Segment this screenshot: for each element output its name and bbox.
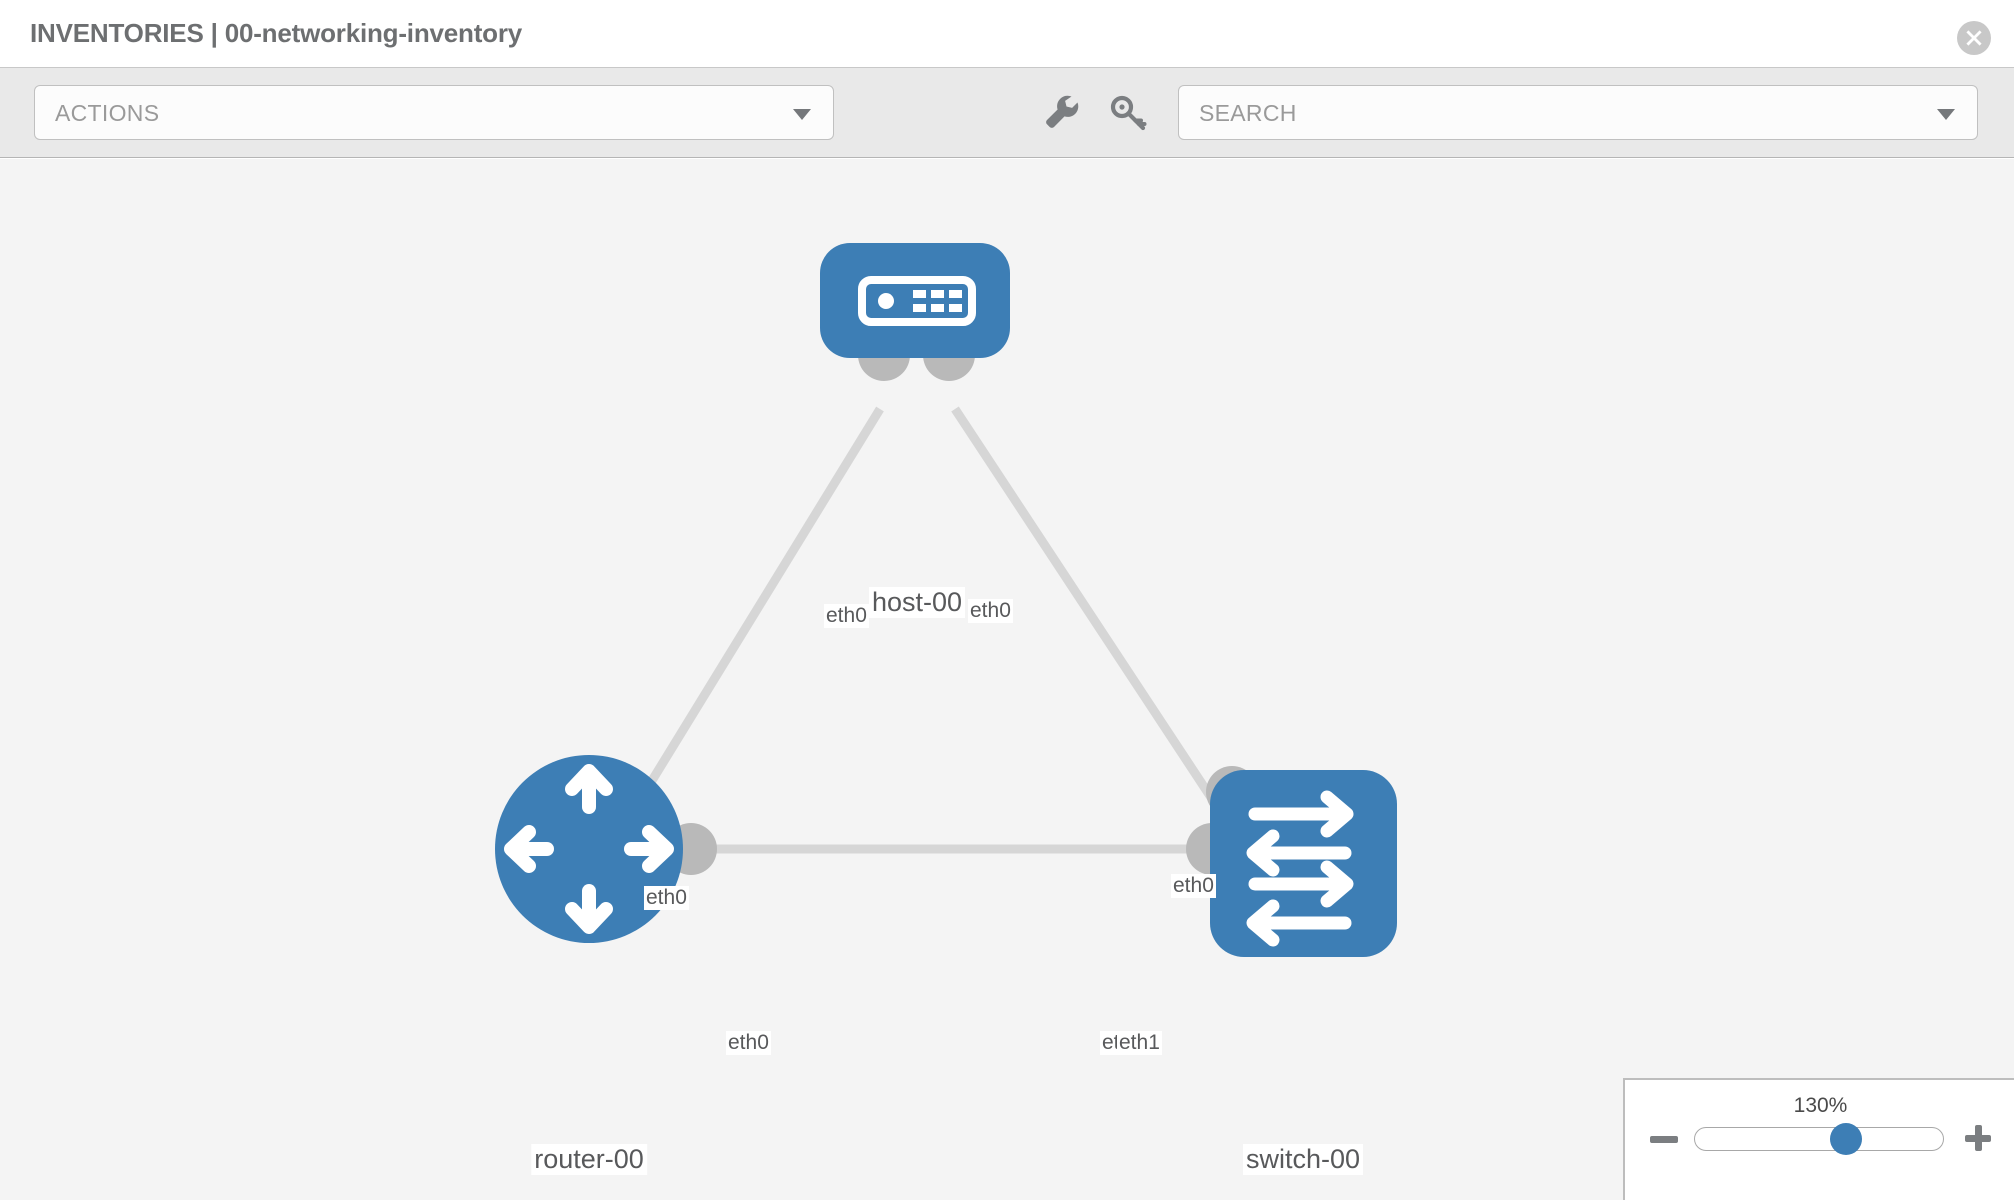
zoom-level-value: 130% bbox=[1793, 1094, 1848, 1117]
node-switch-00 bbox=[1210, 770, 1397, 957]
topology-canvas[interactable]: eth0 eth0 eth0 eth0 eth0 eth0 eth1 host-… bbox=[0, 159, 2014, 1200]
iface-label: eth1 bbox=[1117, 1031, 1162, 1055]
link-host00-switch00 bbox=[951, 406, 1249, 852]
node-label-host-00: host-00 bbox=[868, 587, 966, 618]
switch-arrows-icon bbox=[1246, 790, 1354, 947]
key-icon[interactable] bbox=[1107, 90, 1151, 134]
node-router-00 bbox=[495, 755, 683, 943]
link-host00-router00 bbox=[606, 406, 884, 852]
zoom-control-panel: 130% bbox=[1623, 1078, 2014, 1200]
iface-label: eth0 bbox=[824, 604, 869, 628]
window-header: INVENTORIES | 00-networking-inventory bbox=[0, 0, 2014, 68]
iface-label: eth0 bbox=[1171, 874, 1216, 898]
topology-graph bbox=[495, 243, 1397, 957]
page-title: INVENTORIES | 00-networking-inventory bbox=[30, 18, 523, 48]
chevron-down-icon[interactable] bbox=[1937, 109, 1955, 120]
toolbar: ACTIONS SEARCH bbox=[0, 68, 2014, 158]
router-arrows-icon bbox=[504, 764, 674, 934]
actions-dropdown[interactable]: ACTIONS bbox=[34, 85, 834, 140]
node-label-router-00: router-00 bbox=[531, 1144, 647, 1175]
search-input[interactable]: SEARCH bbox=[1178, 85, 1978, 140]
chevron-down-icon bbox=[793, 109, 811, 120]
close-icon[interactable] bbox=[1957, 21, 1991, 55]
iface-label: eth0 bbox=[968, 599, 1013, 623]
plus-icon[interactable] bbox=[1962, 1122, 1994, 1154]
node-label-switch-00: switch-00 bbox=[1242, 1144, 1364, 1175]
server-icon bbox=[858, 276, 976, 326]
zoom-slider-track[interactable] bbox=[1694, 1123, 1944, 1155]
node-host-00 bbox=[820, 243, 1010, 358]
topology-links bbox=[606, 406, 1249, 854]
search-placeholder: SEARCH bbox=[1199, 100, 1297, 126]
zoom-slider-thumb[interactable] bbox=[1830, 1123, 1863, 1155]
minus-icon[interactable] bbox=[1650, 1136, 1678, 1143]
iface-label: eth0 bbox=[644, 886, 689, 910]
wrench-icon[interactable] bbox=[1040, 90, 1084, 134]
actions-dropdown-label: ACTIONS bbox=[55, 100, 160, 126]
iface-label: eth0 bbox=[726, 1031, 771, 1055]
